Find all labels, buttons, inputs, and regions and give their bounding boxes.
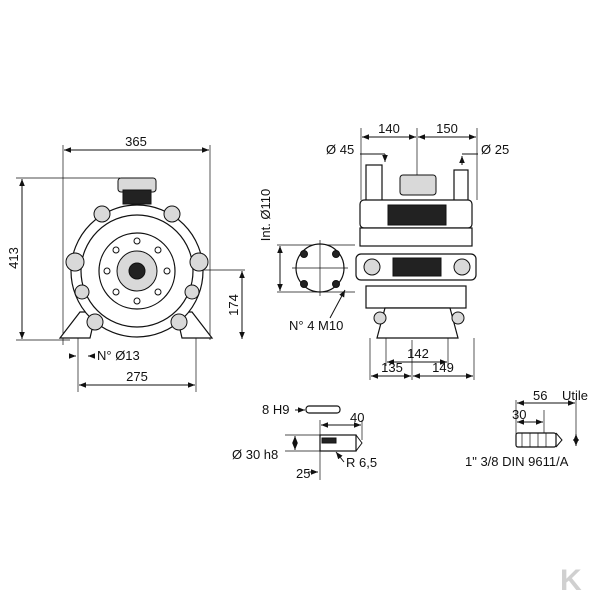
valve-cap bbox=[184, 284, 200, 300]
side-base-left-label: 135 bbox=[381, 360, 403, 375]
keyway bbox=[321, 437, 337, 444]
valve-cap bbox=[189, 252, 209, 272]
side-base-width-label: 142 bbox=[407, 346, 429, 361]
inlet-label: Ø 45 bbox=[326, 142, 354, 157]
foot-holes-label: N° Ø13 bbox=[97, 348, 140, 363]
side-top-cap bbox=[399, 174, 437, 196]
spline-useful-label: Utile bbox=[562, 388, 588, 403]
spline-detail: 56 Utile 30 1" 3/8 DIN 9611/A bbox=[465, 388, 588, 469]
front-axis-height-label: 174 bbox=[226, 294, 241, 316]
key-shape bbox=[305, 405, 341, 414]
side-top-left-label: 140 bbox=[378, 121, 400, 136]
spline-total-label: 56 bbox=[533, 388, 547, 403]
valve-cap bbox=[74, 284, 90, 300]
spline-standard-label: 1" 3/8 DIN 9611/A bbox=[465, 454, 569, 469]
bolt-hole bbox=[332, 250, 340, 258]
key-label: 8 H9 bbox=[262, 402, 289, 417]
valve-cap bbox=[163, 205, 181, 223]
side-base-right-label: 149 bbox=[432, 360, 454, 375]
bolt-circle-label: Int. Ø110 bbox=[258, 189, 273, 242]
side-view: 140 150 Ø 45 Ø 25 142 135 bbox=[326, 121, 509, 380]
valve-cap bbox=[93, 205, 111, 223]
inlet-pipe bbox=[365, 164, 383, 206]
spline-length-label: 30 bbox=[512, 407, 526, 422]
shaft-radius-label: R 6,5 bbox=[346, 455, 377, 470]
bolt-hole bbox=[332, 280, 340, 288]
foot-spacing-label: 275 bbox=[126, 369, 148, 384]
side-valve-cap bbox=[451, 311, 465, 325]
valve-cap bbox=[170, 313, 188, 331]
side-valve-cap bbox=[373, 311, 387, 325]
logo-glyph: K bbox=[560, 564, 582, 597]
side-mid-body bbox=[359, 227, 473, 247]
flange-detail: Int. Ø110 N° 4 M10 bbox=[258, 189, 355, 333]
side-valve-cap bbox=[453, 258, 471, 276]
side-lower-body bbox=[365, 285, 467, 309]
shaft-detail: 8 H9 40 Ø 30 h8 25 R 6,5 bbox=[232, 402, 377, 481]
brand-logo: K bbox=[560, 564, 582, 597]
shaft-diameter-label: Ø 30 h8 bbox=[232, 447, 278, 462]
top-valve bbox=[122, 189, 152, 205]
outlet-label: Ø 25 bbox=[481, 142, 509, 157]
shaft-length-label: 40 bbox=[350, 410, 364, 425]
side-top-right-label: 150 bbox=[436, 121, 458, 136]
side-valve-cap bbox=[363, 258, 381, 276]
side-base bbox=[376, 307, 459, 339]
front-height-label: 413 bbox=[6, 247, 21, 269]
bolt-hole bbox=[300, 250, 308, 258]
bolts-label: N° 4 M10 bbox=[289, 318, 343, 333]
side-center-valves bbox=[392, 257, 442, 277]
side-upper-valves bbox=[387, 204, 447, 226]
front-width-label: 365 bbox=[125, 134, 147, 149]
valve-cap bbox=[65, 252, 85, 272]
shaft-offset-label: 25 bbox=[296, 466, 310, 481]
bolt-hole bbox=[300, 280, 308, 288]
valve-cap bbox=[86, 313, 104, 331]
front-view: 365 413 174 bbox=[6, 134, 245, 392]
pump-shaft bbox=[128, 262, 146, 280]
